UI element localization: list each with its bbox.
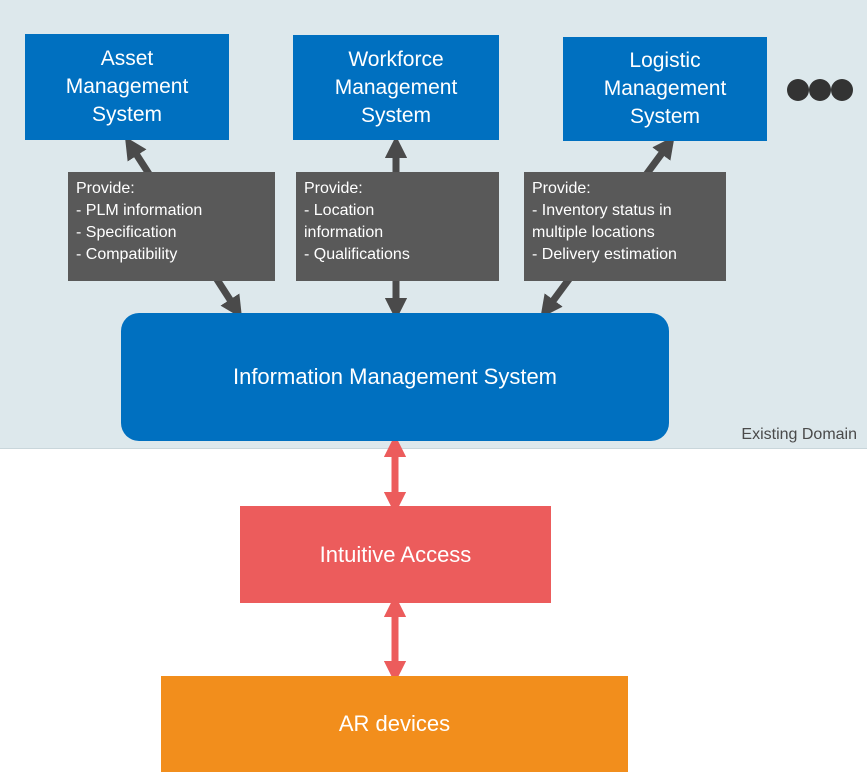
ar-devices-box: AR devices bbox=[161, 676, 628, 772]
logistic-provide-box: Provide: - Inventory status in multiple … bbox=[524, 172, 726, 281]
workforce-provide-box: Provide: - Location information - Qualif… bbox=[296, 172, 499, 281]
asset-management-system-box: Asset Management System bbox=[25, 34, 229, 140]
workforce-management-system-box: Workforce Management System bbox=[293, 35, 499, 140]
logistic-management-system-box: Logistic Management System bbox=[563, 37, 767, 141]
information-management-system-box: Information Management System bbox=[121, 313, 669, 441]
existing-domain-label: Existing Domain bbox=[741, 426, 857, 443]
intuitive-access-box: Intuitive Access bbox=[240, 506, 551, 603]
asset-provide-box: Provide: - PLM information - Specificati… bbox=[68, 172, 275, 281]
